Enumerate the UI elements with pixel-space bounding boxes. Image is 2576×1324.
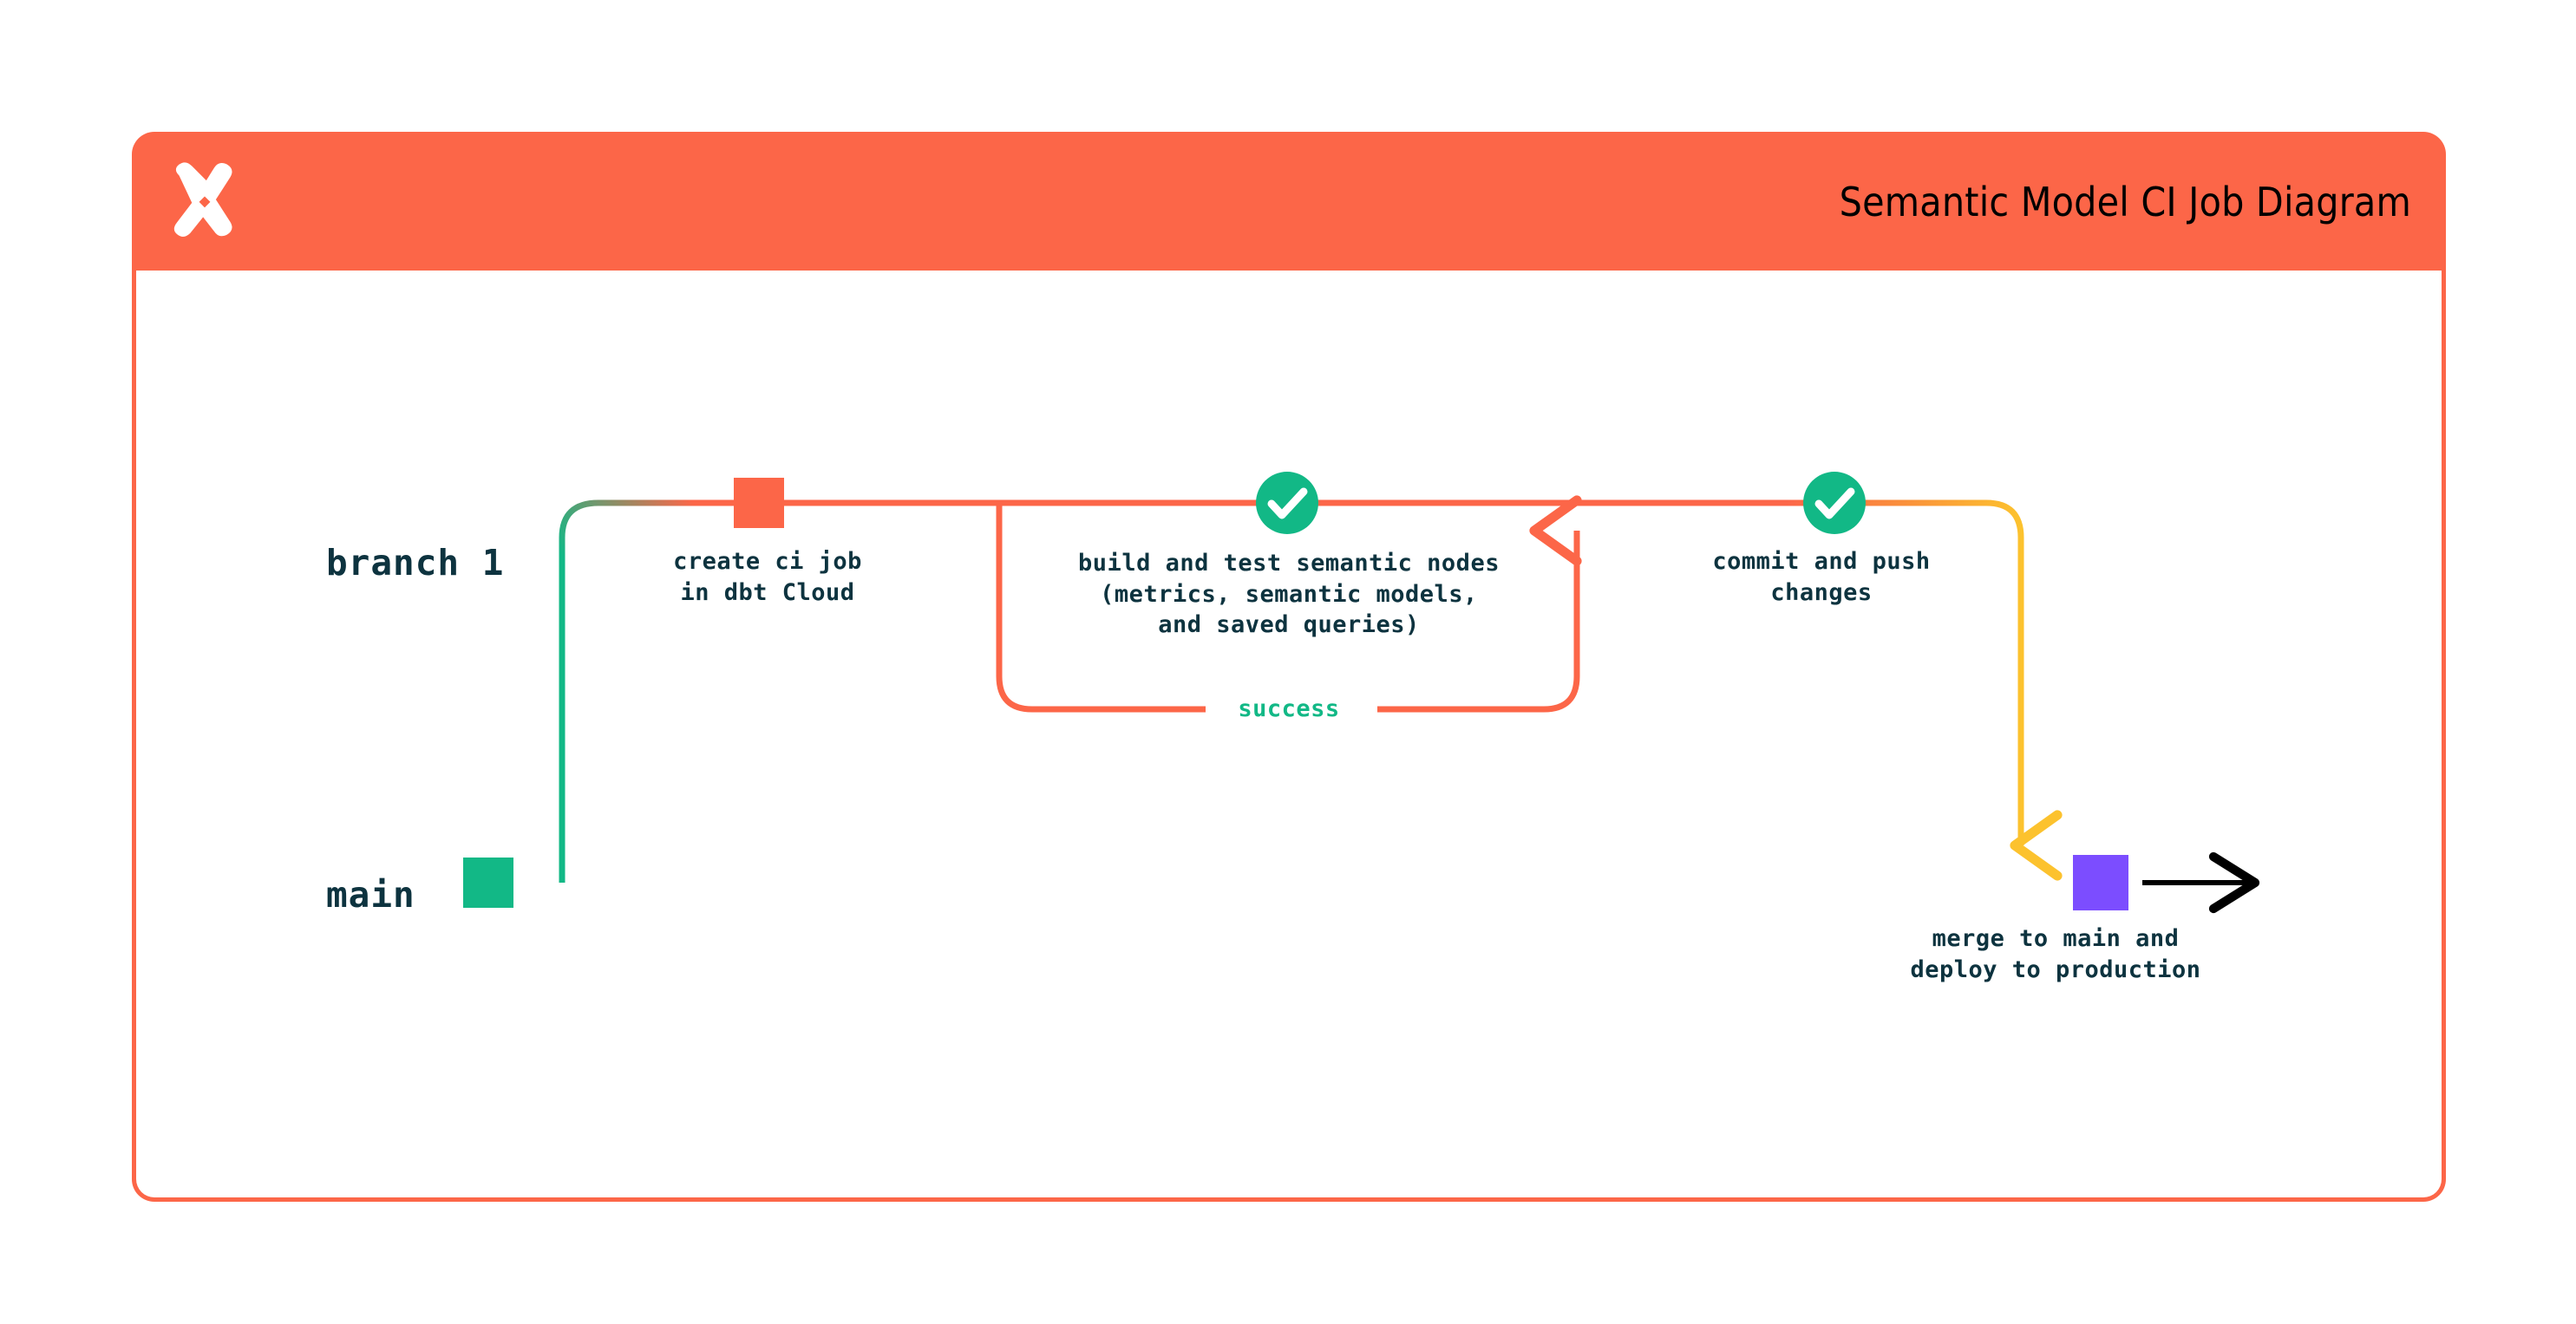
- page-title: Semantic Model CI Job Diagram: [1839, 179, 2411, 225]
- caption-build-and-test: build and test semantic nodes (metrics, …: [1078, 550, 1500, 639]
- card-body-panel: [132, 271, 2446, 1202]
- card-header: Semantic Model CI Job Diagram: [132, 132, 2446, 272]
- branch-label-branch-1: branch 1: [326, 542, 505, 584]
- dbt-x-logo-icon: [165, 161, 245, 241]
- caption-merge-to-main: merge to main and deploy to production: [1910, 925, 2201, 983]
- caption-create-ci-job: create ci job in dbt Cloud: [673, 548, 862, 606]
- caption-commit-and-push: commit and push changes: [1712, 548, 1931, 606]
- edge-label-success: success: [1238, 695, 1340, 722]
- diagram-card: Semantic Model CI Job Diagram: [132, 132, 2446, 1202]
- branch-label-main: main: [326, 874, 415, 916]
